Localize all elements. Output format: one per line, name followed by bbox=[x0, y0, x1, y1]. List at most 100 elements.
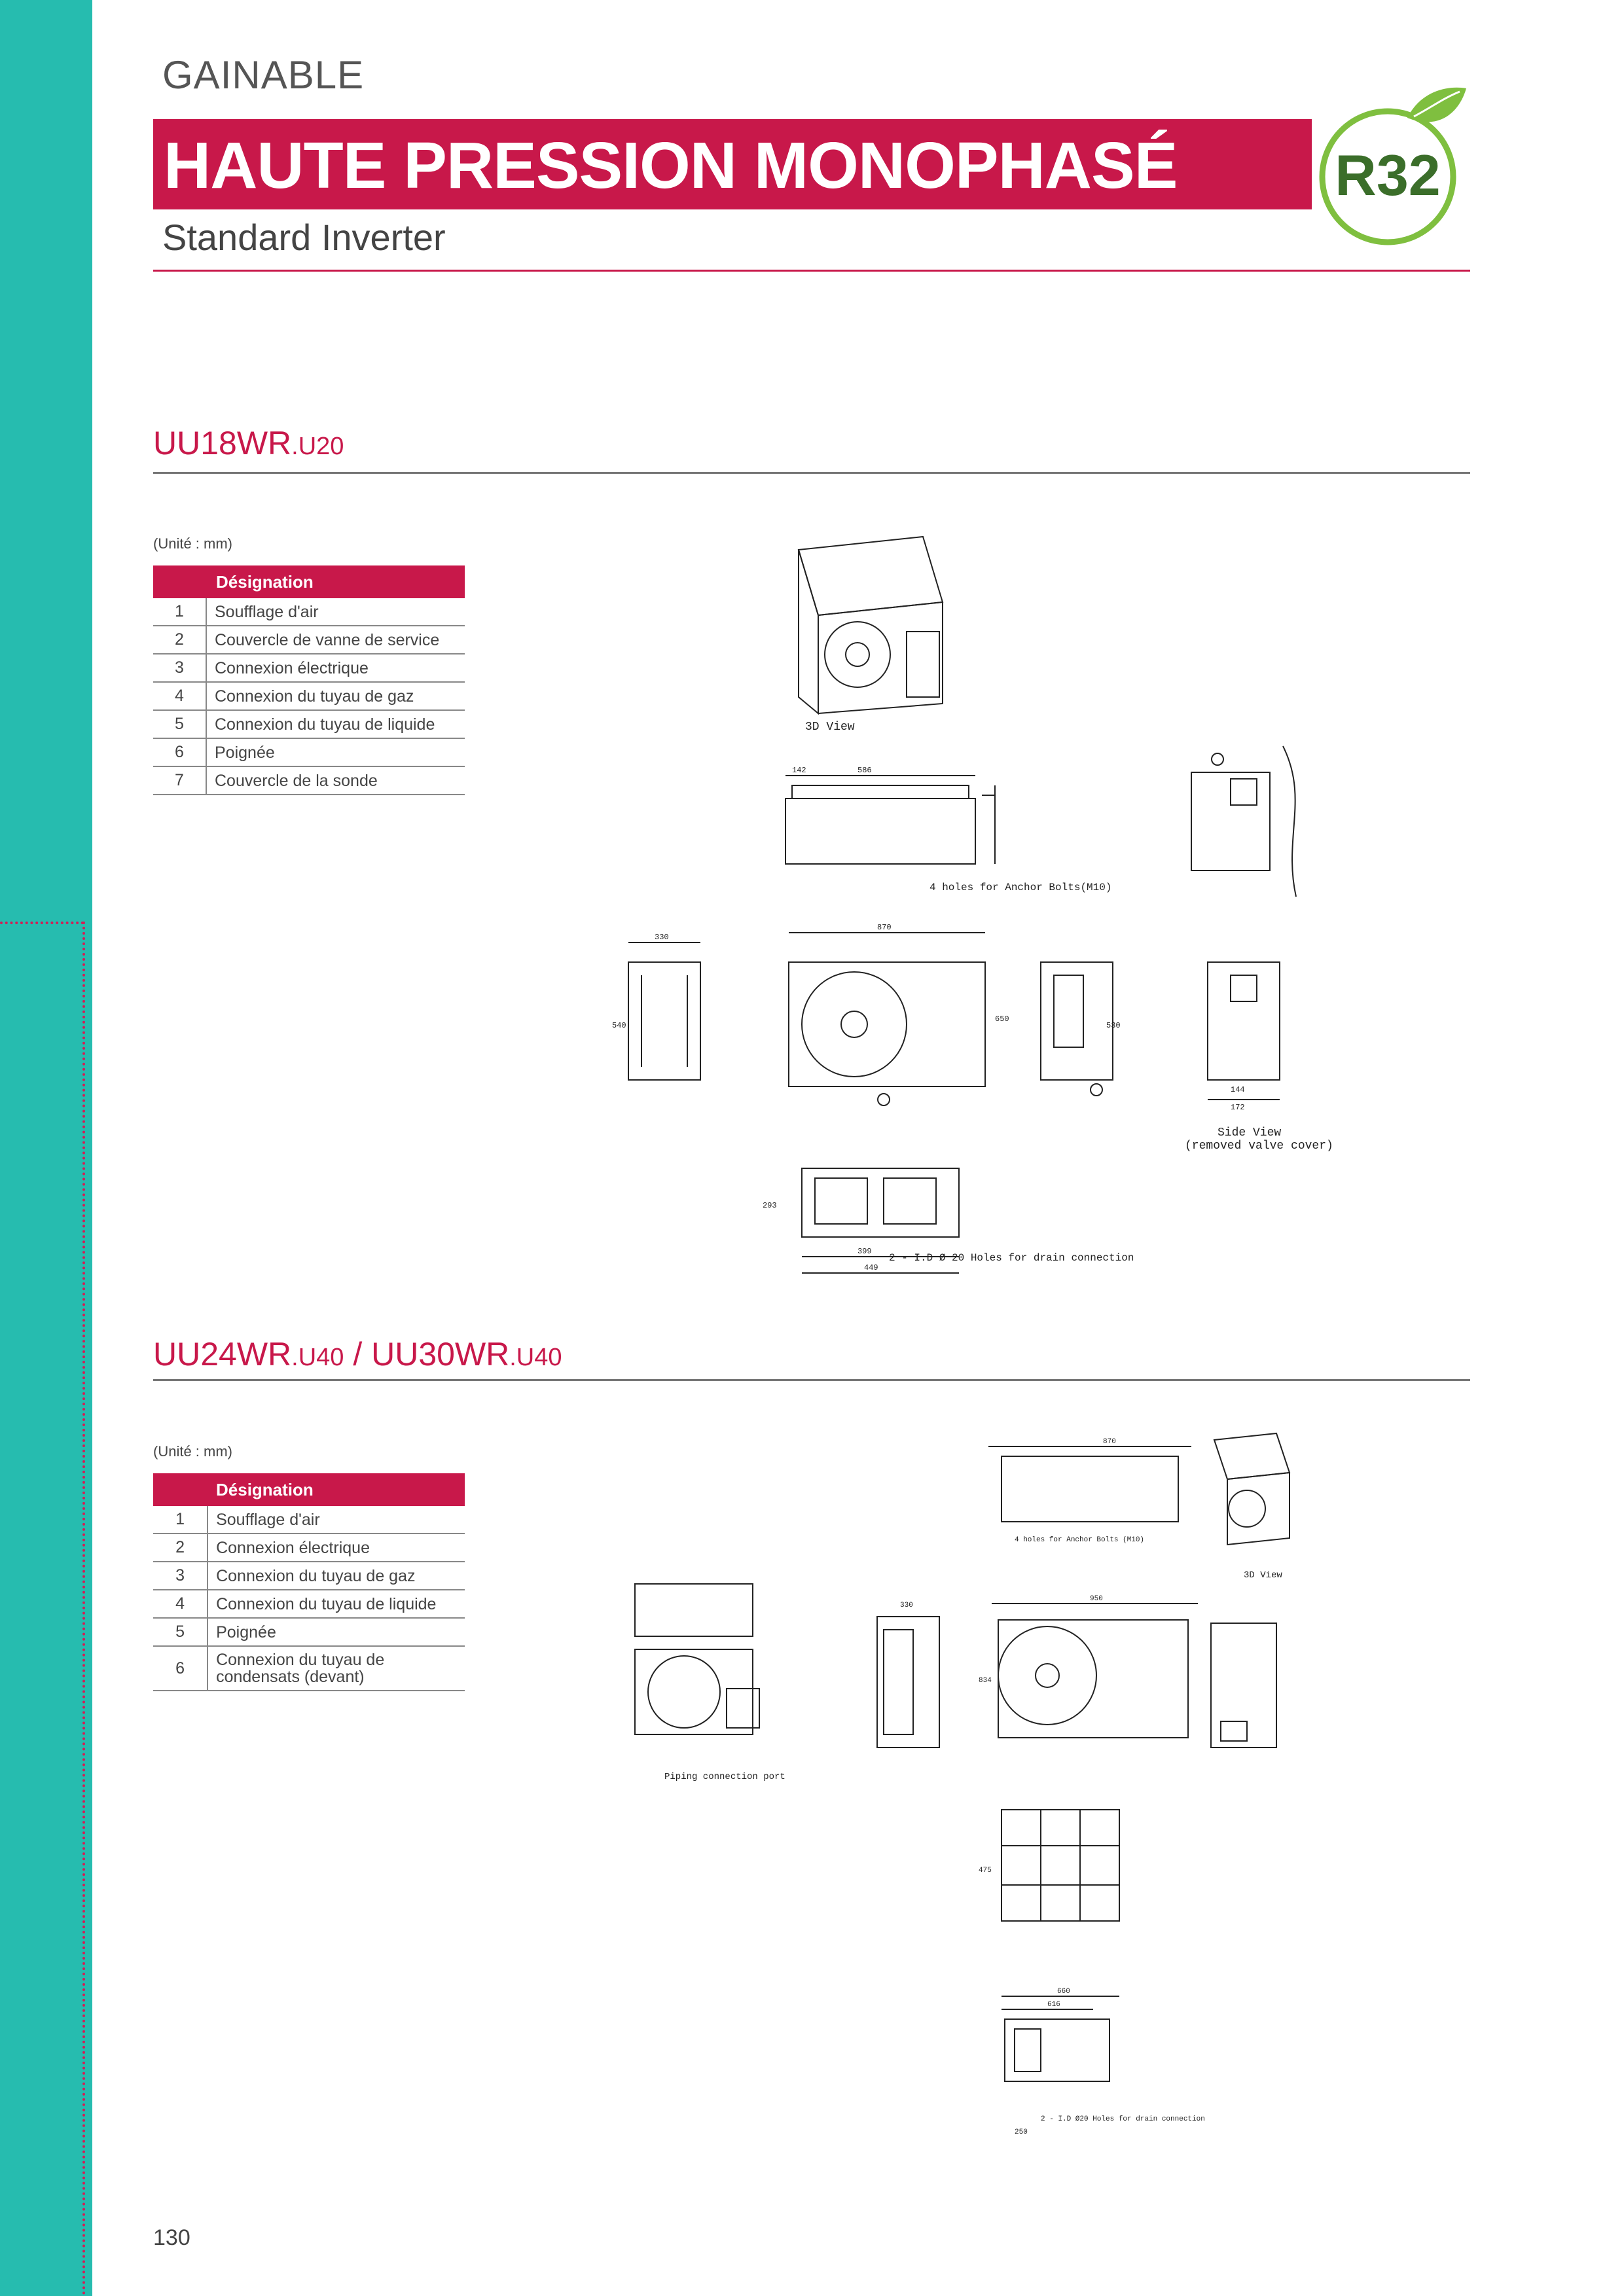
page-title: HAUTE PRESSION MONOPHASÉ bbox=[164, 129, 1178, 202]
row-number: 3 bbox=[153, 654, 207, 683]
model-suffix: .U20 bbox=[291, 433, 344, 460]
row-label: Soufflage d'air bbox=[208, 1506, 465, 1534]
section-rule bbox=[153, 1379, 1470, 1381]
row-number: 1 bbox=[153, 598, 207, 626]
model-suffix: .U40 bbox=[291, 1344, 344, 1371]
row-number: 5 bbox=[153, 710, 207, 739]
model-name: UU30WR bbox=[371, 1336, 510, 1372]
model-name: UU24WR bbox=[153, 1336, 292, 1372]
row-label: Connexion du tuyau de gaz bbox=[206, 682, 465, 711]
section-rule bbox=[153, 472, 1470, 474]
row-label: Connexion électrique bbox=[208, 1534, 465, 1562]
row-number: 2 bbox=[153, 1534, 209, 1562]
row-label: Connexion du tuyau de liquide bbox=[206, 710, 465, 739]
row-number: 7 bbox=[153, 766, 207, 795]
side-view-label: Side View bbox=[1218, 1126, 1281, 1139]
side-color-band bbox=[0, 0, 92, 2296]
piping-label: Piping connection port bbox=[664, 1772, 785, 1782]
page-subtitle: Standard Inverter bbox=[162, 217, 446, 258]
unit-3d-view: 3D View bbox=[1213, 1432, 1291, 1581]
drain-view: 660 616 250 2 - I.D Ø20 Holes for drain … bbox=[1001, 1988, 1205, 2136]
r32-badge-text: R32 bbox=[1335, 143, 1440, 207]
dimension: 650 bbox=[995, 1014, 1009, 1024]
row-label: Poignée bbox=[208, 1618, 465, 1647]
unit-label: (Unité : mm) bbox=[153, 1443, 232, 1460]
model-name: UU18WR bbox=[153, 425, 292, 461]
bottom-view: 399 449 293 2 - I.D Ø 20 Holes for drain… bbox=[763, 1168, 1134, 1274]
row-label: Connexion du tuyau de gaz bbox=[208, 1562, 465, 1590]
designation-header: Désignation bbox=[153, 1473, 465, 1506]
unit-top-view: 142 586 4 holes for Anchor Bolts(M10) bbox=[785, 766, 1111, 893]
row-number: 6 bbox=[153, 738, 207, 767]
row-label: Couvercle de la sonde bbox=[206, 766, 465, 795]
unit-label: (Unité : mm) bbox=[153, 535, 232, 552]
dimension: 950 bbox=[1090, 1595, 1103, 1603]
title-banner bbox=[153, 119, 1312, 209]
dimension: 660 bbox=[1057, 1988, 1070, 1996]
right-side-view bbox=[1210, 1623, 1277, 1748]
dimension: 834 bbox=[979, 1677, 992, 1685]
row-number: 1 bbox=[153, 1506, 209, 1534]
dimension: 250 bbox=[1015, 2128, 1028, 2136]
category-label: GAINABLE bbox=[162, 53, 365, 97]
piping-connection-view: Piping connection port bbox=[634, 1583, 785, 1782]
dimension: 870 bbox=[1103, 1438, 1116, 1446]
anchor-label: 4 holes for Anchor Bolts (M10) bbox=[1015, 1536, 1144, 1544]
bottom-view: 475 bbox=[979, 1809, 1120, 1922]
row-label: Poignée bbox=[206, 738, 465, 767]
row-number: 4 bbox=[153, 682, 207, 711]
model-title-uu18wr: UU18WR.U20 bbox=[153, 424, 344, 462]
technical-drawing-uu24wr-uu30wr: 870 4 holes for Anchor Bolts (M10) 3D Vi… bbox=[634, 1432, 1291, 2136]
dimension: 475 bbox=[979, 1867, 992, 1874]
dimension: 142 bbox=[792, 766, 806, 775]
front-view: 870 650 bbox=[788, 923, 1009, 1106]
model-title-uu24wr-uu30wr: UU24WR.U40 / UU30WR.U40 bbox=[153, 1335, 562, 1373]
model-suffix: .U40 bbox=[509, 1344, 562, 1371]
dimension: 330 bbox=[900, 1602, 913, 1609]
row-number: 3 bbox=[153, 1562, 209, 1590]
side-view-sublabel: (removed valve cover) bbox=[1185, 1139, 1333, 1153]
dimension: 586 bbox=[857, 766, 872, 775]
model-separator: / bbox=[344, 1336, 372, 1372]
dimension: 172 bbox=[1231, 1103, 1245, 1112]
anchor-label: 4 holes for Anchor Bolts(M10) bbox=[929, 882, 1111, 893]
dimension: 449 bbox=[864, 1263, 878, 1272]
dimension: 540 bbox=[612, 1021, 626, 1030]
row-label: Couvercle de vanne de service bbox=[206, 626, 465, 655]
unit-3d-view: 3D View bbox=[797, 535, 944, 734]
row-number: 4 bbox=[153, 1590, 209, 1619]
dimension: 399 bbox=[857, 1247, 872, 1256]
row-number: 6 bbox=[153, 1646, 209, 1691]
technical-drawing-uu18wr: 3D View 142 586 4 holes for Anchor Bolts… bbox=[612, 535, 1333, 1274]
dimension: 293 bbox=[763, 1201, 777, 1210]
dimension: 870 bbox=[877, 923, 892, 932]
row-label: Connexion électrique bbox=[206, 654, 465, 683]
unit-top-view: 870 4 holes for Anchor Bolts (M10) bbox=[988, 1438, 1191, 1544]
side-dotted-line-vertical bbox=[82, 922, 85, 2296]
row-number: 5 bbox=[153, 1618, 209, 1647]
r32-leaf-icon: R32 bbox=[1319, 87, 1466, 245]
row-label: Soufflage d'air bbox=[206, 598, 465, 626]
side-view-removed-cover: 144 172 Side View (removed valve cover) bbox=[1185, 961, 1333, 1153]
front-view: 950 834 bbox=[979, 1595, 1198, 1738]
side-view-cover bbox=[1191, 745, 1297, 897]
page-number: 130 bbox=[153, 2225, 190, 2250]
dimension: 616 bbox=[1047, 2001, 1060, 2009]
view-label: 3D View bbox=[1244, 1570, 1282, 1581]
row-label: Connexion du tuyau de condensats (devant… bbox=[208, 1646, 465, 1691]
drain-label: 2 - I.D Ø 20 Holes for drain connection bbox=[889, 1252, 1134, 1264]
